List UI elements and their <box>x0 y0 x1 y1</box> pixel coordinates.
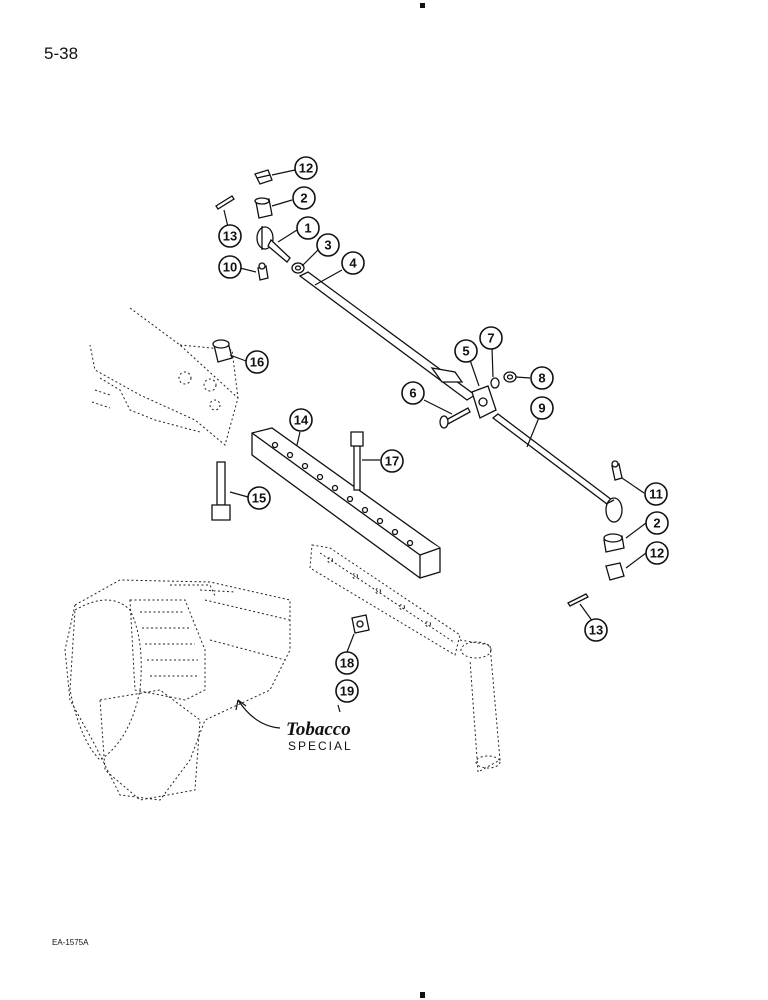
callout-label: 1 <box>304 221 311 236</box>
grease-fitting-top <box>257 262 269 281</box>
dust-seal-top <box>254 197 273 219</box>
callout-label: 5 <box>462 344 469 359</box>
clamp-5 <box>471 385 497 419</box>
castle-nut-top <box>254 169 273 185</box>
callout-label: 16 <box>250 355 264 370</box>
callout-17: 17 <box>380 449 404 473</box>
bolt-17 <box>350 431 364 491</box>
callout-label: 9 <box>538 401 545 416</box>
callout-1: 1 <box>296 216 320 240</box>
callout-2-top: 2 <box>292 186 316 210</box>
callout-12-bottom: 12 <box>645 541 669 565</box>
cotter-pin-top <box>215 195 235 210</box>
callout-label: 18 <box>340 656 354 671</box>
clamp-nut <box>291 262 305 274</box>
callout-label: 12 <box>650 546 664 561</box>
washer-7 <box>490 377 500 389</box>
callout-8: 8 <box>530 366 554 390</box>
callout-label: 10 <box>223 260 237 275</box>
callout-7: 7 <box>479 326 503 350</box>
front-axle-outline <box>89 307 239 446</box>
callout-13-top: 13 <box>218 224 242 248</box>
callout-16: 16 <box>245 350 269 374</box>
callout-label: 3 <box>324 238 331 253</box>
cotter-pin-bottom <box>567 593 589 607</box>
tobacco-special-logo: Tobacco SPECIAL <box>286 719 353 753</box>
bolt-6 <box>439 407 471 429</box>
callout-label: 13 <box>589 623 603 638</box>
axle-extension-block <box>251 427 441 579</box>
nut-16 <box>212 339 233 363</box>
callout-label: 2 <box>300 191 307 206</box>
callout-label: 7 <box>487 331 494 346</box>
top-registration-mark <box>420 3 425 8</box>
callout-12-top: 12 <box>294 156 318 180</box>
callout-19: 19 <box>335 679 359 703</box>
callout-label: 6 <box>409 386 416 401</box>
callout-label: 2 <box>653 516 660 531</box>
callout-11: 11 <box>644 482 668 506</box>
callout-label: 14 <box>294 413 309 428</box>
callout-5: 5 <box>454 339 478 363</box>
callout-4: 4 <box>341 251 365 275</box>
callout-label: 11 <box>649 487 663 502</box>
callout-18: 18 <box>335 651 359 675</box>
page-number: 5-38 <box>44 44 79 63</box>
dust-seal-bottom <box>603 533 625 553</box>
leader-lines <box>223 169 647 729</box>
callout-9: 9 <box>530 396 554 420</box>
tie-rod-tube <box>298 271 477 401</box>
callout-15: 15 <box>247 486 271 510</box>
tie-rod-inner <box>491 413 614 505</box>
callout-label: 19 <box>340 684 354 699</box>
castle-nut-bottom <box>605 562 625 581</box>
callout-14: 14 <box>289 408 313 432</box>
callout-label: 8 <box>538 371 545 386</box>
callout-2-bottom: 2 <box>645 511 669 535</box>
callout-label: 4 <box>349 256 357 271</box>
callout-label: 17 <box>385 454 399 469</box>
bolt-15 <box>211 461 231 521</box>
callout-label: 15 <box>252 491 266 506</box>
nut-18 <box>351 614 370 634</box>
callout-13-bottom: 13 <box>584 618 608 642</box>
tobacco-special-extension <box>309 544 501 773</box>
tie-rod-end-top <box>256 226 291 263</box>
nut-8 <box>503 371 517 383</box>
callout-10: 10 <box>218 255 242 279</box>
callout-label: 12 <box>299 161 313 176</box>
brand-name: Tobacco <box>286 719 351 740</box>
callout-6: 6 <box>401 381 425 405</box>
callout-3: 3 <box>316 233 340 257</box>
tie-rod-end-bottom <box>605 497 623 523</box>
bottom-registration-mark <box>420 992 425 998</box>
grease-fitting-11 <box>611 460 623 481</box>
figure-code: EA-1575A <box>52 938 89 947</box>
brand-subtitle: SPECIAL <box>288 739 353 753</box>
tractor-front-outline <box>64 579 291 801</box>
callout-label: 13 <box>223 229 237 244</box>
